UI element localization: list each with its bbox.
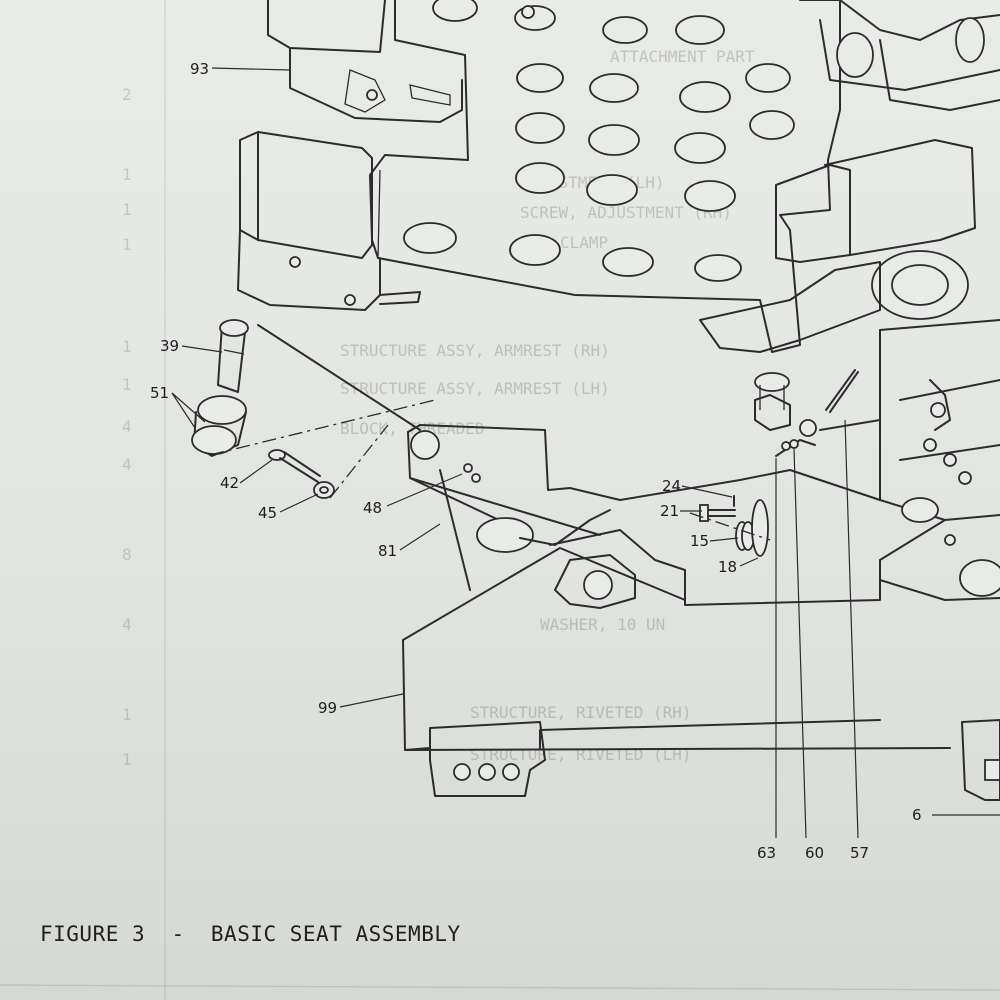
callout-63: 63 bbox=[757, 844, 776, 862]
callout-21: 21 bbox=[660, 502, 679, 520]
callout-48: 48 bbox=[363, 499, 382, 517]
callout-42: 42 bbox=[220, 474, 239, 492]
svg-text:STRUCTURE, RIVETED (LH): STRUCTURE, RIVETED (LH) bbox=[470, 745, 692, 764]
svg-text:1: 1 bbox=[122, 337, 132, 356]
svg-text:2: 2 bbox=[122, 85, 132, 104]
callout-81: 81 bbox=[378, 542, 397, 560]
washer-45 bbox=[313, 481, 335, 499]
callout-39: 39 bbox=[160, 337, 179, 355]
callout-60: 60 bbox=[805, 844, 824, 862]
svg-text:4: 4 bbox=[122, 417, 132, 436]
leader-lines bbox=[171, 67, 1000, 839]
callout-labels: 93 39 51 42 45 48 81 99 24 21 15 18 63 6… bbox=[150, 60, 922, 862]
plate-18 bbox=[751, 499, 769, 557]
svg-text:1: 1 bbox=[122, 235, 132, 254]
cross-frame bbox=[407, 369, 881, 609]
svg-text:ATTACHMENT PART: ATTACHMENT PART bbox=[610, 47, 755, 66]
bolt-21 bbox=[699, 504, 736, 522]
svg-text:STRUCTURE ASSY, ARMREST (RH): STRUCTURE ASSY, ARMREST (RH) bbox=[340, 341, 610, 360]
figure-number: FIGURE 3 bbox=[40, 922, 146, 946]
right-frame bbox=[699, 0, 1000, 601]
callout-6: 6 bbox=[912, 806, 922, 824]
bushing-39 bbox=[217, 319, 249, 393]
callout-45: 45 bbox=[258, 504, 277, 522]
svg-text:WASHER, 10 UN: WASHER, 10 UN bbox=[540, 615, 665, 634]
pin-42 bbox=[268, 449, 321, 483]
callout-18: 18 bbox=[718, 558, 737, 576]
seat-pan bbox=[369, 0, 841, 353]
seat-pan-holes bbox=[403, 0, 795, 282]
svg-text:4: 4 bbox=[122, 455, 132, 474]
assembly-centerlines bbox=[209, 399, 771, 541]
svg-text:SCREW, ADJUSTMENT (RH): SCREW, ADJUSTMENT (RH) bbox=[520, 203, 732, 222]
washer-15 bbox=[735, 521, 755, 551]
callout-57: 57 bbox=[850, 844, 869, 862]
left-cushion-block bbox=[237, 131, 421, 311]
svg-text:8: 8 bbox=[122, 545, 132, 564]
upper-bracket-block bbox=[267, 0, 463, 123]
callout-51: 51 bbox=[150, 384, 169, 402]
svg-text:STRUCTURE, RIVETED (RH): STRUCTURE, RIVETED (RH) bbox=[470, 703, 692, 722]
callout-99: 99 bbox=[318, 699, 337, 717]
svg-text:CLAMP: CLAMP bbox=[560, 233, 608, 252]
svg-text:1: 1 bbox=[122, 200, 132, 219]
svg-text:1: 1 bbox=[122, 705, 132, 724]
bushing-51 bbox=[191, 395, 247, 457]
svg-text:STRUCTURE ASSY, ARMREST (LH): STRUCTURE ASSY, ARMREST (LH) bbox=[340, 379, 610, 398]
svg-text:1: 1 bbox=[122, 165, 132, 184]
callout-15: 15 bbox=[690, 532, 709, 550]
callout-93: 93 bbox=[190, 60, 209, 78]
figure-caption: FIGURE 3 - BASIC SEAT ASSEMBLY bbox=[40, 922, 461, 946]
svg-text:1: 1 bbox=[122, 375, 132, 394]
callout-24: 24 bbox=[662, 477, 681, 495]
svg-text:4: 4 bbox=[122, 615, 132, 634]
show-through-quantities: 2 1 1 1 1 1 4 4 8 4 1 1 bbox=[122, 85, 132, 769]
caption-separator: - bbox=[171, 922, 185, 946]
figure-title: BASIC SEAT ASSEMBLY bbox=[210, 922, 461, 946]
riveted-side-structure bbox=[257, 324, 1000, 801]
svg-text:1: 1 bbox=[122, 750, 132, 769]
